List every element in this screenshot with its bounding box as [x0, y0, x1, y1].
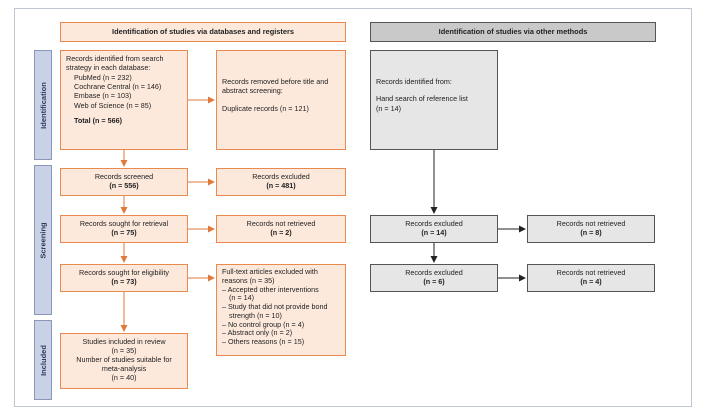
records-removed-title: Records removed before title and abstrac… [222, 77, 329, 96]
included-line: (n = 35) [111, 346, 137, 355]
sought-retrieval-box: Records sought for retrieval (n = 75) [60, 215, 188, 243]
sought-eligibility-count: (n = 73) [111, 277, 137, 287]
records-identified-box: Records identified from search strategy … [60, 50, 188, 150]
header-other-methods-label: Identification of studies via other meth… [438, 27, 588, 37]
included-line: (n = 40) [111, 373, 137, 382]
records-screened-box: Records screened (n = 556) [60, 168, 188, 196]
other-excluded-2-box: Records excluded (n = 6) [370, 264, 498, 292]
stage-included: Included [34, 320, 52, 400]
not-retrieved-box: Records not retrieved (n = 2) [216, 215, 346, 243]
fulltext-excluded-line: Full-text articles excluded with [222, 267, 318, 276]
other-not-retrieved-1-label: Records not retrieved [556, 219, 626, 228]
header-databases: Identification of studies via databases … [60, 22, 346, 42]
records-identified-item: Web of Science (n = 85) [74, 100, 152, 110]
records-excluded-count: (n = 481) [266, 181, 296, 191]
other-excluded-2-count: (n = 6) [423, 277, 445, 287]
other-excluded-1-box: Records excluded (n = 14) [370, 215, 498, 243]
stage-identification: Identification [34, 50, 52, 160]
fulltext-excluded-line: (n = 14) [229, 293, 254, 303]
other-excluded-2-label: Records excluded [405, 268, 463, 277]
records-removed-detail: Duplicate records (n = 121) [222, 103, 309, 113]
fulltext-excluded-line: reasons (n = 35) [222, 275, 275, 285]
sought-eligibility-label: Records sought for eligibility [79, 268, 169, 277]
fulltext-excluded-line: – No control group (n = 4) [222, 319, 305, 329]
records-identified-total: Total (n = 566) [74, 116, 122, 126]
other-excluded-1-count: (n = 14) [421, 228, 447, 238]
other-not-retrieved-2-label: Records not retrieved [556, 268, 626, 277]
included-line: meta-analysis [101, 364, 147, 373]
stage-screening: Screening [34, 165, 52, 315]
other-identified-title: Records identified from: [376, 77, 452, 86]
fulltext-excluded-line: – Abstract only (n = 2) [222, 328, 293, 338]
other-excluded-1-label: Records excluded [405, 219, 463, 228]
records-removed-box: Records removed before title and abstrac… [216, 50, 346, 150]
records-identified-item: Embase (n = 103) [74, 91, 132, 101]
included-box: Studies included in review (n = 35) Numb… [60, 333, 188, 389]
records-excluded-box: Records excluded (n = 481) [216, 168, 346, 196]
header-other-methods: Identification of studies via other meth… [370, 22, 656, 42]
other-not-retrieved-2-box: Records not retrieved (n = 4) [527, 264, 655, 292]
records-screened-label: Records screened [94, 172, 154, 181]
records-identified-item: PubMed (n = 232) [74, 72, 132, 82]
other-not-retrieved-2-count: (n = 4) [580, 277, 602, 287]
other-identified-count: (n = 14) [376, 103, 401, 113]
sought-retrieval-label: Records sought for retrieval [79, 219, 169, 228]
other-identified-detail: Hand search of reference list [376, 94, 468, 104]
fulltext-excluded-line: strength (n = 10) [229, 310, 282, 320]
fulltext-excluded-line: – Study that did not provide bond [222, 302, 328, 312]
sought-eligibility-box: Records sought for eligibility (n = 73) [60, 264, 188, 292]
fulltext-excluded-line: – Others reasons (n = 15) [222, 337, 305, 347]
records-excluded-label: Records excluded [252, 172, 310, 181]
included-line: Studies included in review [82, 337, 166, 346]
other-not-retrieved-1-count: (n = 8) [580, 228, 602, 238]
other-not-retrieved-1-box: Records not retrieved (n = 8) [527, 215, 655, 243]
included-line: Number of studies suitable for [76, 355, 172, 364]
not-retrieved-label: Records not retrieved [246, 219, 316, 228]
sought-retrieval-count: (n = 75) [111, 228, 137, 238]
other-identified-box: Records identified from: Hand search of … [370, 50, 498, 150]
header-databases-label: Identification of studies via databases … [112, 27, 294, 37]
fulltext-excluded-line: – Accepted other interventions [222, 284, 319, 294]
fulltext-excluded-box: Full-text articles excluded with reasons… [216, 264, 346, 356]
not-retrieved-count: (n = 2) [270, 228, 292, 238]
records-screened-count: (n = 556) [109, 181, 139, 191]
records-identified-item: Cochrane Central (n = 146) [74, 82, 162, 92]
records-identified-intro: Records identified from search strategy … [66, 54, 164, 73]
